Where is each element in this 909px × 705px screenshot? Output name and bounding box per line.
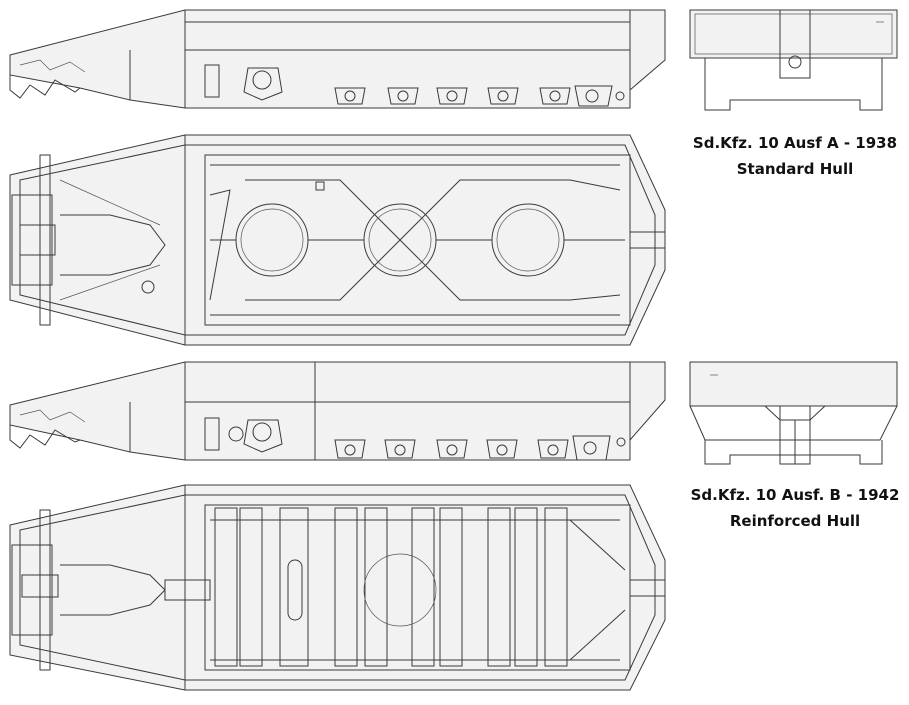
ausf-a-caption: Sd.Kfz. 10 Ausf A - 1938 Standard Hull [690,130,900,182]
ausf-a-side-view [9,9,666,109]
ausf-b-rear-view [689,361,898,465]
ausf-b-cross-members [214,507,568,667]
ausf-b-side-view [9,361,666,461]
ausf-a-top-view [9,134,666,346]
ausf-a-subtitle: Standard Hull [736,160,854,178]
ausf-b-top-view [9,484,666,691]
ausf-a-rear-view [689,9,898,111]
ausf-b-side-mounts [334,435,626,461]
ausf-b-subtitle: Reinforced Hull [729,512,861,530]
ausf-a-title: Sd.Kfz. 10 Ausf A - 1938 [692,134,898,152]
ausf-b-caption: Sd.Kfz. 10 Ausf. B - 1942 Reinforced Hul… [690,482,900,534]
ausf-b-title: Sd.Kfz. 10 Ausf. B - 1942 [690,486,900,504]
ausf-a-side-mounts [334,85,625,107]
